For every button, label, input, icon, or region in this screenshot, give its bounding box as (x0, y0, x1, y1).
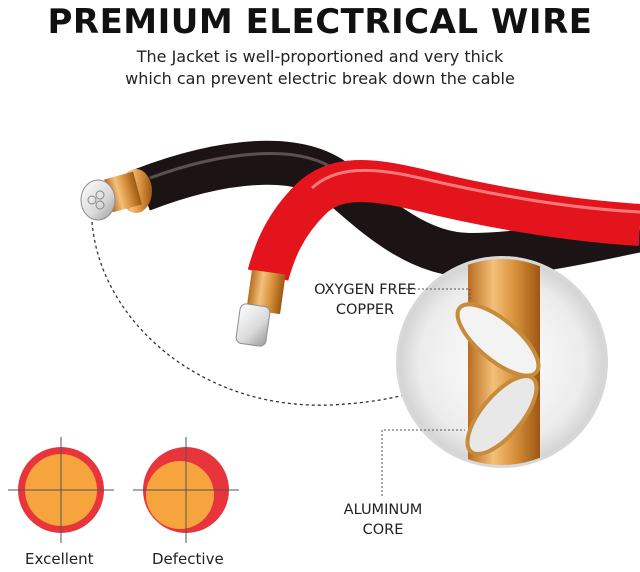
oxygen-label-line-2: COPPER (335, 302, 395, 318)
excellent-cross-section (8, 437, 114, 543)
aluminum-core-label: ALUMINUM CORE (328, 500, 438, 540)
excellent-caption: Excellent (25, 550, 94, 568)
defective-caption: Defective (152, 550, 224, 568)
oxygen-leader-line (402, 288, 471, 300)
aluminum-label-line-1: ALUMINUM (343, 502, 423, 518)
defective-cross-section (133, 437, 239, 543)
subtitle-line-1: The Jacket is well-proportioned and very… (136, 47, 504, 66)
subtitle-line-2: which can prevent electric break down th… (125, 69, 515, 88)
red-wire (235, 160, 640, 347)
subtitle: The Jacket is well-proportioned and very… (0, 46, 640, 90)
oxygen-free-copper-label: OXYGEN FREE COPPER (300, 280, 430, 320)
page-title: PREMIUM ELECTRICAL WIRE (47, 2, 593, 42)
aluminum-leader-line (381, 429, 465, 496)
black-wire (80, 140, 640, 278)
magnifier-lens (396, 256, 608, 468)
oxygen-label-line-1: OXYGEN FREE (314, 282, 416, 298)
aluminum-label-line-2: CORE (362, 522, 404, 538)
